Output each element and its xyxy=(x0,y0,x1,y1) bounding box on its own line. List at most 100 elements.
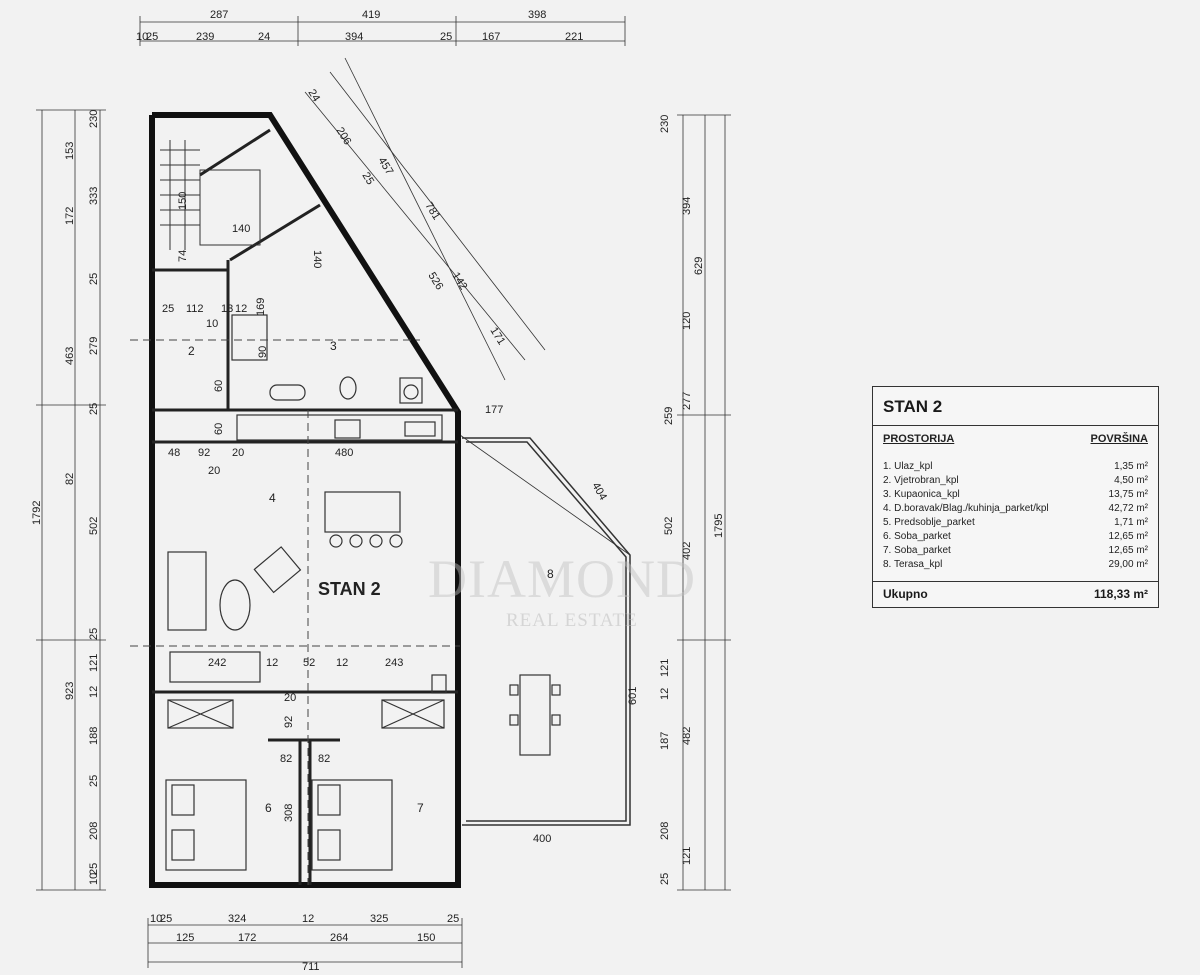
dim-right-total: 1795 xyxy=(713,514,725,538)
dim-diag-4: 457 xyxy=(375,155,395,177)
dim-bottom2-1: 125 xyxy=(176,932,194,944)
dim-bottom2-2: 172 xyxy=(238,932,256,944)
room-label-3: 3 xyxy=(330,339,337,353)
terrace xyxy=(462,437,631,826)
total-row: Ukupno 118,33 m² xyxy=(883,587,1148,601)
dim-top2-1: 10 xyxy=(136,31,148,43)
dim-int-31: 400 xyxy=(533,833,551,845)
dim-int-32: 60 xyxy=(213,380,225,392)
dim-int-11: 169 xyxy=(255,298,267,316)
divider xyxy=(873,581,1158,582)
dim-bottom-total: 711 xyxy=(302,961,320,973)
dim-left-inner-2: 333 xyxy=(88,187,100,205)
dim-bottom-6: 25 xyxy=(447,913,459,925)
dim-int-17: 480 xyxy=(335,447,353,459)
dim-int-30: 308 xyxy=(283,804,295,822)
watermark-logo: DIAMOND xyxy=(428,549,696,609)
dim-int-10: 12 xyxy=(235,303,247,315)
room-name: 2. Vjetrobran_kpl xyxy=(883,475,959,486)
dim-diag-1: 24 xyxy=(305,87,322,104)
room-area: 12,65 m² xyxy=(1108,545,1148,556)
dim-int-21: 242 xyxy=(208,657,226,669)
room-label-8: 8 xyxy=(547,567,554,581)
table-row: 5. Predsoblje_parket 1,71 m² xyxy=(883,517,1148,530)
dim-top-2: 419 xyxy=(362,9,380,21)
furniture xyxy=(165,314,561,871)
dim-left-mid-1: 153 xyxy=(64,142,76,160)
column-header-room: PROSTORIJA xyxy=(883,433,955,445)
dim-right-mid-3: 259 xyxy=(663,407,675,425)
dim-right-mid-6: 402 xyxy=(681,542,693,560)
dim-int-3: 150 xyxy=(177,192,189,210)
room-label-6: 6 xyxy=(265,801,272,815)
dim-left-total: 1792 xyxy=(31,501,43,525)
dim-right-inner-5: 187 xyxy=(659,732,671,750)
area-table-title: STAN 2 xyxy=(883,397,943,416)
dim-right-inner-6: 208 xyxy=(659,822,671,840)
dim-diag-5: 781 xyxy=(422,200,442,222)
dim-left-inner-3: 25 xyxy=(88,273,100,285)
dim-int-4: 74 xyxy=(177,250,189,262)
dim-diag-9: 404 xyxy=(589,481,609,503)
dim-left-mid-2: 172 xyxy=(64,207,76,225)
dim-left-inner-11: 25 xyxy=(88,775,100,787)
dim-left-inner-13: 10 xyxy=(88,873,100,885)
dim-left-inner-12: 208 xyxy=(88,822,100,840)
dim-left-inner-5: 25 xyxy=(88,403,100,415)
dim-left-inner-1: 230 xyxy=(88,110,100,128)
table-row: 8. Terasa_kpl 29,00 m² xyxy=(883,559,1148,572)
dim-right-inner-3: 121 xyxy=(659,659,671,677)
dim-right-inner-2: 394 xyxy=(681,197,693,215)
table-row: 7. Soba_parket 12,65 m² xyxy=(883,545,1148,558)
room-area: 13,75 m² xyxy=(1108,489,1148,500)
dim-diag-2: 206 xyxy=(333,125,353,147)
dim-right-mid-8: 482 xyxy=(681,727,693,745)
section-lines xyxy=(130,339,460,885)
room-area: 4,50 m² xyxy=(1114,475,1148,486)
dim-top2-6: 25 xyxy=(440,31,452,43)
total-label: Ukupno xyxy=(883,587,928,601)
table-row: 1. Ulaz_kpl 1,35 m² xyxy=(883,461,1148,474)
dim-left-inner-9: 12 xyxy=(88,686,100,698)
plan-title: STAN 2 xyxy=(318,579,381,599)
dim-int-13: 60 xyxy=(213,423,225,435)
room-name: 7. Soba_parket xyxy=(883,545,951,556)
walls xyxy=(149,112,461,888)
dim-int-6: 112 xyxy=(186,303,204,315)
staircase xyxy=(160,140,261,250)
dim-int-27: 92 xyxy=(283,716,295,728)
dim-int-24: 12 xyxy=(336,657,348,669)
dim-int-16: 20 xyxy=(232,447,244,459)
dim-top2-2: 25 xyxy=(146,31,158,43)
dim-left-mid-4: 82 xyxy=(64,473,76,485)
dim-left-inner-10: 188 xyxy=(88,727,100,745)
dim-int-8: 25 xyxy=(162,303,174,315)
dim-int-22: 12 xyxy=(266,657,278,669)
interior-walls xyxy=(152,128,458,885)
dim-int-23: 52 xyxy=(303,657,315,669)
dim-int-7: 10 xyxy=(206,318,218,330)
dim-int-1: 140 xyxy=(232,223,250,235)
column-header-area: POVRŠINA xyxy=(1090,433,1148,445)
dim-int-15: 92 xyxy=(198,447,210,459)
dim-int-25: 243 xyxy=(385,657,403,669)
dim-int-28: 82 xyxy=(280,753,292,765)
dim-left-inner-8: 121 xyxy=(88,654,100,672)
dim-diag-7: 526 xyxy=(425,270,445,292)
total-value: 118,33 m² xyxy=(1093,587,1148,601)
dim-right-mid-4: 277 xyxy=(681,392,693,410)
dim-right-inner-7: 121 xyxy=(681,847,693,865)
watermark-subtitle: REAL ESTATE xyxy=(506,610,638,631)
dim-bottom2-4: 150 xyxy=(417,932,435,944)
dim-diag-8: 171 xyxy=(487,325,507,347)
room-name: 3. Kupaonica_kpl xyxy=(883,489,960,500)
room-area: 42,72 m² xyxy=(1108,503,1148,514)
room-area: 29,00 m² xyxy=(1108,559,1148,570)
table-row: 6. Soba_parket 12,65 m² xyxy=(883,531,1148,544)
dim-left-mid-3: 463 xyxy=(64,347,76,365)
dim-bottom-3: 324 xyxy=(228,913,246,925)
dim-left-mid-5: 923 xyxy=(64,682,76,700)
dim-int-14: 48 xyxy=(168,447,180,459)
dim-top2-7: 167 xyxy=(482,31,500,43)
dim-top2-8: 221 xyxy=(565,31,583,43)
